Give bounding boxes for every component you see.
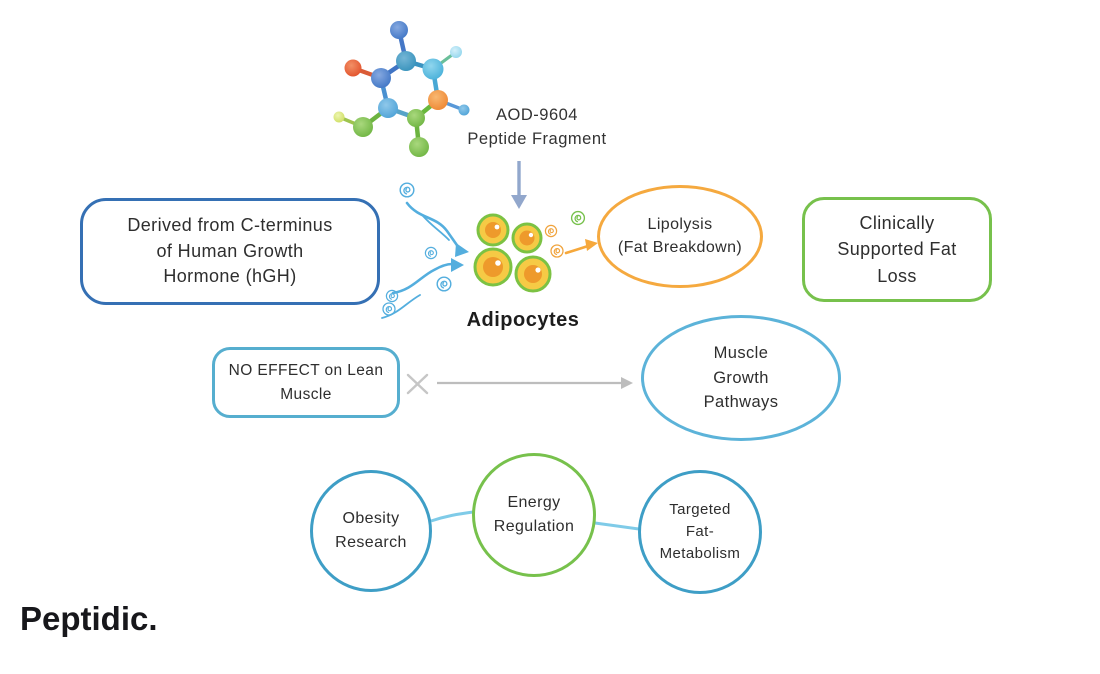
clinical-fat-loss-text: Loss bbox=[877, 265, 917, 286]
muscle-growth-text: Pathways bbox=[703, 393, 779, 412]
peptide-flow-arrows bbox=[381, 201, 469, 319]
targeted-fat-circle: Targeted Fat- Metabolism bbox=[638, 470, 762, 594]
energy-regulation-text: Energy bbox=[507, 494, 561, 511]
lipolysis-ellipse: Lipolysis (Fat Breakdown) bbox=[597, 185, 763, 288]
targeted-fat-text: Metabolism bbox=[659, 544, 741, 562]
targeted-fat-text: Fat- bbox=[685, 523, 715, 541]
derived-hgh-text: of Human Growth bbox=[156, 240, 304, 261]
obesity-research-text: Research bbox=[335, 534, 407, 551]
energy-regulation-circle: Energy Regulation bbox=[472, 453, 596, 577]
clinical-fat-loss-text: Clinically bbox=[859, 213, 935, 234]
obesity-research-text: Obesity bbox=[342, 510, 400, 527]
targeted-fat-text: Targeted bbox=[669, 501, 731, 519]
derived-hgh-box: Derived from C-terminus of Human Growth … bbox=[80, 198, 380, 305]
adipocyte-cells bbox=[473, 213, 552, 293]
peptidic-logo: Peptidic. bbox=[20, 600, 158, 637]
circle-connectors bbox=[430, 510, 640, 531]
peptide-swirl-icon bbox=[570, 210, 586, 226]
molecule-label: AOD-9604 Peptide Fragment bbox=[447, 104, 627, 152]
clinical-fat-loss-text: Supported Fat bbox=[837, 239, 957, 260]
adipocyte-cell bbox=[473, 247, 513, 287]
derived-hgh-text: Derived from C-terminus bbox=[127, 215, 333, 236]
obesity-research-circle: Obesity Research bbox=[310, 470, 432, 592]
muscle-growth-text: Growth bbox=[713, 368, 769, 387]
lipolysis-text: (Fat Breakdown) bbox=[617, 238, 743, 256]
energy-regulation-text: Regulation bbox=[493, 518, 575, 535]
molecule-illustration bbox=[333, 21, 470, 157]
muscle-growth-ellipse: Muscle Growth Pathways bbox=[641, 315, 841, 441]
down-arrow-icon bbox=[511, 161, 527, 209]
molecule-label-line: AOD-9604 bbox=[496, 106, 578, 124]
no-effect-text: NO EFFECT on Lean bbox=[228, 362, 384, 380]
no-effect-text: Muscle bbox=[280, 385, 332, 403]
peptide-swirl-icon bbox=[382, 302, 396, 316]
peptide-swirl-icon bbox=[550, 244, 564, 258]
blocked-pathway-arrow bbox=[437, 377, 633, 389]
clinical-fat-loss-box: Clinically Supported Fat Loss bbox=[802, 197, 992, 302]
no-effect-x-icon bbox=[406, 373, 429, 395]
adipocyte-cell bbox=[514, 255, 552, 293]
adipocyte-cell bbox=[476, 213, 510, 247]
peptide-swirl-icon bbox=[544, 224, 558, 238]
peptide-swirl-icon bbox=[399, 182, 415, 198]
derived-hgh-text: Hormone (hGH) bbox=[163, 266, 297, 287]
peptide-swirl-icon bbox=[385, 289, 399, 303]
peptide-swirl-icon bbox=[436, 276, 452, 292]
lipolysis-arrow-icon bbox=[564, 239, 598, 255]
adipocytes-label: Adipocytes bbox=[466, 309, 580, 331]
no-effect-box: NO EFFECT on Lean Muscle bbox=[212, 347, 400, 418]
adipocyte-cell bbox=[511, 222, 543, 254]
muscle-growth-text: Muscle bbox=[713, 343, 769, 362]
peptide-swirl-icon bbox=[424, 246, 438, 260]
lipolysis-text: Lipolysis bbox=[647, 215, 713, 233]
molecule-label-line: Peptide Fragment bbox=[467, 129, 607, 148]
